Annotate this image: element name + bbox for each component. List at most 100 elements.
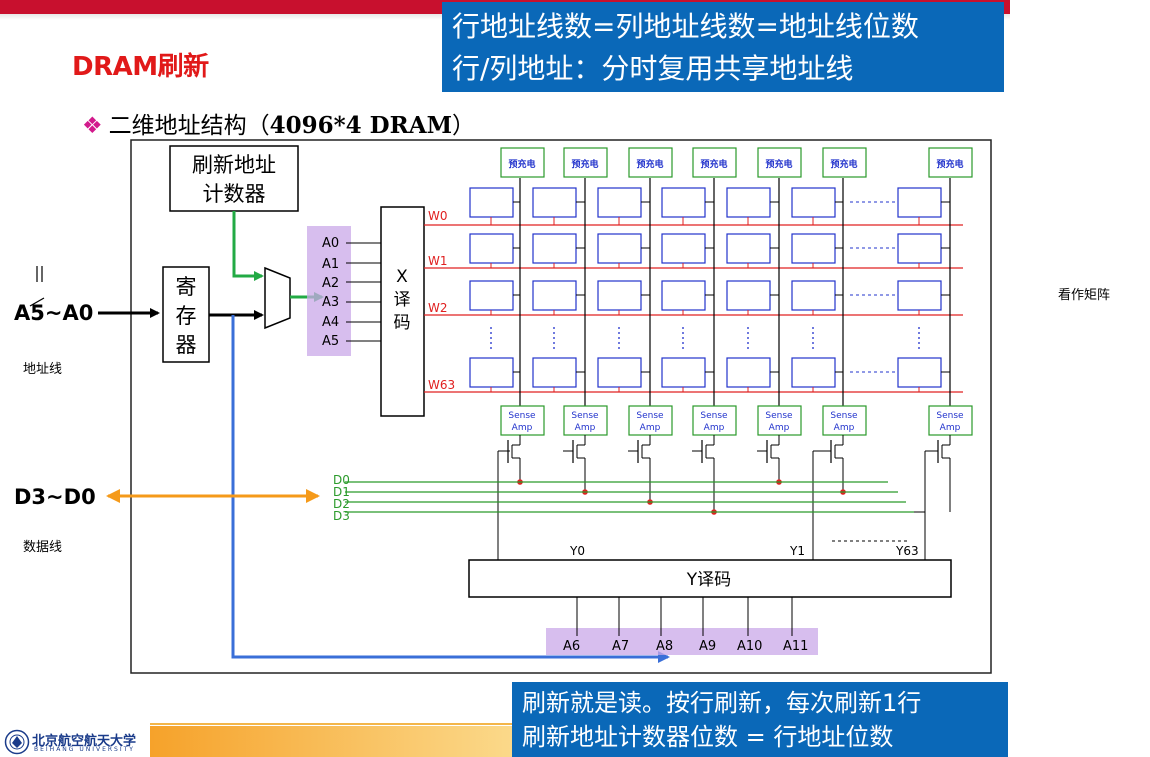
precharge-label: 预充电 xyxy=(571,158,598,170)
row-addr-label: A3 xyxy=(322,295,339,310)
word-line-label: W0 xyxy=(428,209,448,223)
university-name-en: BEIHANG UNIVERSITY xyxy=(34,746,135,753)
memory-cell xyxy=(897,233,942,264)
row-addr-label: A5 xyxy=(322,334,339,349)
col-addr-label: A11 xyxy=(783,639,808,654)
memory-cell xyxy=(791,187,836,218)
sense-amp-box xyxy=(563,405,608,436)
address-mux xyxy=(264,266,291,330)
col-addr-label: A10 xyxy=(737,639,762,654)
memory-cell xyxy=(726,280,771,311)
sense-amp-label: Amp xyxy=(640,423,661,433)
dram-diagram: 刷新地址 计数器 寄 存 器 A5~A0 A0 A1 A2 A3 A4 A xyxy=(14,139,992,674)
memory-cell xyxy=(726,357,771,388)
memory-cell xyxy=(469,187,514,218)
sense-amp-label: Sense xyxy=(508,411,536,421)
memory-cell xyxy=(791,357,836,388)
sense-amp-box xyxy=(500,405,545,436)
memory-cell xyxy=(661,357,706,388)
diagram-frame xyxy=(130,139,992,674)
precharge-box xyxy=(500,147,545,178)
sense-amp-label: Amp xyxy=(940,423,961,433)
data-line-label: D0 xyxy=(333,473,350,487)
col-addr-highlight xyxy=(546,628,818,655)
refresh-counter-label-1: 刷新地址 xyxy=(192,153,276,177)
memory-cell xyxy=(532,357,577,388)
precharge-box xyxy=(757,147,802,178)
x-decoder-label-1: X xyxy=(396,267,408,287)
memory-cell xyxy=(469,280,514,311)
footer-band xyxy=(150,726,512,757)
col-addr-label: A7 xyxy=(612,639,629,654)
memory-cell xyxy=(897,280,942,311)
precharge-box xyxy=(628,147,673,178)
refresh-counter-label-2: 计数器 xyxy=(203,182,266,206)
memory-cell xyxy=(897,187,942,218)
memory-cell xyxy=(791,233,836,264)
callout-bottom: 刷新就是读。按行刷新，每次刷新1行 刷新地址计数器位数 = 行地址位数 xyxy=(512,682,1008,757)
row-addr-wires xyxy=(346,242,381,342)
subtitle-suffix: ） xyxy=(452,113,476,139)
register-to-col-addr-arrow xyxy=(231,315,670,663)
row-addr-highlight xyxy=(307,226,351,356)
data-io-label: D3~D0 xyxy=(14,485,96,509)
word-line-label: W1 xyxy=(428,254,448,268)
y-output-label: Y63 xyxy=(895,544,919,558)
register-label-2: 存 xyxy=(176,304,197,328)
addr-in-slash xyxy=(29,297,45,307)
memory-cell xyxy=(597,357,642,388)
data-line-labels: D0 D1 D2 D3 xyxy=(333,473,350,523)
memory-cell xyxy=(597,280,642,311)
side-note-data-lines: 数据线 xyxy=(23,539,63,554)
memory-cell xyxy=(469,233,514,264)
sense-amp-label: Sense xyxy=(700,411,728,421)
word-line-label: W63 xyxy=(428,378,455,392)
row-addr-label: A4 xyxy=(322,315,339,330)
memory-cell xyxy=(597,187,642,218)
memory-cell xyxy=(726,233,771,264)
memory-cell xyxy=(897,357,942,388)
memory-cell xyxy=(661,187,706,218)
precharge-label: 预充电 xyxy=(636,158,663,170)
sense-amp-label: Sense xyxy=(936,411,964,421)
data-line-label: D1 xyxy=(333,485,350,499)
callout-top: 行地址线数=列地址线数=地址线位数 行/列地址：分时复用共享地址线 xyxy=(442,2,1004,92)
callout-bottom-line-2: 刷新地址计数器位数 = 行地址位数 xyxy=(522,723,894,751)
col-addr-label: A9 xyxy=(699,639,716,654)
y-output-label: Y1 xyxy=(789,544,805,558)
precharge-label: 预充电 xyxy=(765,158,792,170)
slide: DRAM刷新 行地址线数=列地址线数=地址线位数 行/列地址：分时复用共享地址线… xyxy=(0,0,1010,757)
word-lines xyxy=(424,224,963,393)
precharge-box xyxy=(822,147,867,178)
sense-amp-box xyxy=(692,405,737,436)
y-decoder-label: Y译码 xyxy=(686,570,731,590)
col-addr-label: A6 xyxy=(563,639,580,654)
sense-amp-label: Amp xyxy=(834,423,855,433)
sense-amp-box xyxy=(822,405,867,436)
precharge-label: 预充电 xyxy=(936,158,963,170)
row-addr-label: A1 xyxy=(322,257,339,272)
row-addr-labels: A0 A1 A2 A3 A4 A5 xyxy=(322,236,339,349)
counter-to-mux-arrow xyxy=(232,211,264,281)
memory-cell xyxy=(469,357,514,388)
subtitle-bold: 4096*4 DRAM xyxy=(269,112,453,139)
memory-cell xyxy=(661,233,706,264)
x-decoder-label-3: 码 xyxy=(394,313,411,333)
bullet-icon: ❖ xyxy=(82,113,103,139)
precharge-label: 预充电 xyxy=(700,158,727,170)
sense-amp-box xyxy=(928,405,973,436)
data-lines xyxy=(345,481,914,513)
sense-amp-label: Amp xyxy=(512,423,533,433)
memory-cell xyxy=(791,280,836,311)
sense-amp-label: Sense xyxy=(636,411,664,421)
side-note-address-lines: 地址线 xyxy=(23,361,63,376)
sense-amp-label: Sense xyxy=(830,411,858,421)
callout-bottom-line-1: 刷新就是读。按行刷新，每次刷新1行 xyxy=(522,689,922,717)
sense-amp-label: Amp xyxy=(704,423,725,433)
col-addr-wires xyxy=(576,597,793,636)
register-label-3: 器 xyxy=(176,333,197,357)
subtitle-prefix: 二维地址结构（ xyxy=(108,113,270,139)
col-addr-label: A8 xyxy=(656,639,673,654)
x-decoder-box xyxy=(380,206,425,417)
